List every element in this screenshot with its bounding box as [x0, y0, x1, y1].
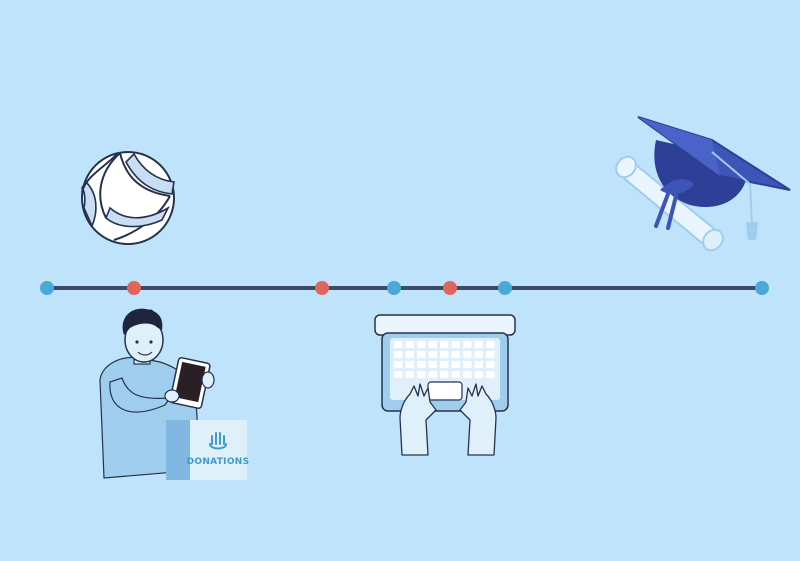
left-hand-icon [399, 383, 437, 456]
keyboard-key [463, 361, 472, 368]
donation-box: DONATIONS [166, 420, 249, 480]
timeline-marker-red [443, 281, 457, 295]
keyboard-key [474, 371, 483, 378]
timeline-marker-red [315, 281, 329, 295]
keyboard-key [474, 361, 483, 368]
keyboard-key [405, 351, 414, 358]
keyboard-key [405, 371, 414, 378]
donation-box-label: DONATIONS [187, 457, 250, 467]
keyboard-key [474, 351, 483, 358]
keyboard-key [486, 361, 495, 368]
keyboard-key [417, 361, 426, 368]
keyboard-key [451, 341, 460, 348]
keyboard-key [440, 371, 449, 378]
person-with-tablet-icon: DONATIONS [99, 308, 249, 480]
timeline-marker-blue [40, 281, 54, 295]
keyboard-key [451, 361, 460, 368]
keyboard-key [417, 341, 426, 348]
timeline-marker-blue [387, 281, 401, 295]
keyboard-key [463, 371, 472, 378]
keyboard-key [405, 361, 414, 368]
keyboard-key [440, 341, 449, 348]
keyboard [394, 341, 495, 378]
keyboard-key [440, 361, 449, 368]
keyboard-key [405, 341, 414, 348]
keyboard-key [486, 371, 495, 378]
keyboard-key [474, 341, 483, 348]
keyboard-key [428, 351, 437, 358]
keyboard-key [440, 351, 449, 358]
keyboard-key [428, 341, 437, 348]
timeline-marker-blue [755, 281, 769, 295]
keyboard-key [463, 341, 472, 348]
keyboard-key [394, 351, 403, 358]
timeline [40, 281, 769, 295]
hand-icon [209, 432, 227, 450]
timeline-markers [40, 281, 769, 295]
laptop-typing-icon [374, 314, 516, 456]
graduation-cap-icon [615, 116, 791, 252]
keyboard-key [428, 371, 437, 378]
keyboard-key [486, 351, 495, 358]
tablet-icon [169, 356, 211, 410]
keyboard-key [451, 371, 460, 378]
timeline-marker-blue [498, 281, 512, 295]
timeline-marker-red [127, 281, 141, 295]
keyboard-key [394, 361, 403, 368]
keyboard-key [463, 351, 472, 358]
keyboard-key [417, 351, 426, 358]
keyboard-key [486, 341, 495, 348]
volleyball-icon [80, 151, 175, 245]
keyboard-key [394, 341, 403, 348]
diploma-icon [615, 155, 724, 252]
keyboard-key [451, 351, 460, 358]
keyboard-key [428, 361, 437, 368]
right-hand-icon [459, 383, 497, 456]
keyboard-key [394, 371, 403, 378]
keyboard-key [417, 371, 426, 378]
